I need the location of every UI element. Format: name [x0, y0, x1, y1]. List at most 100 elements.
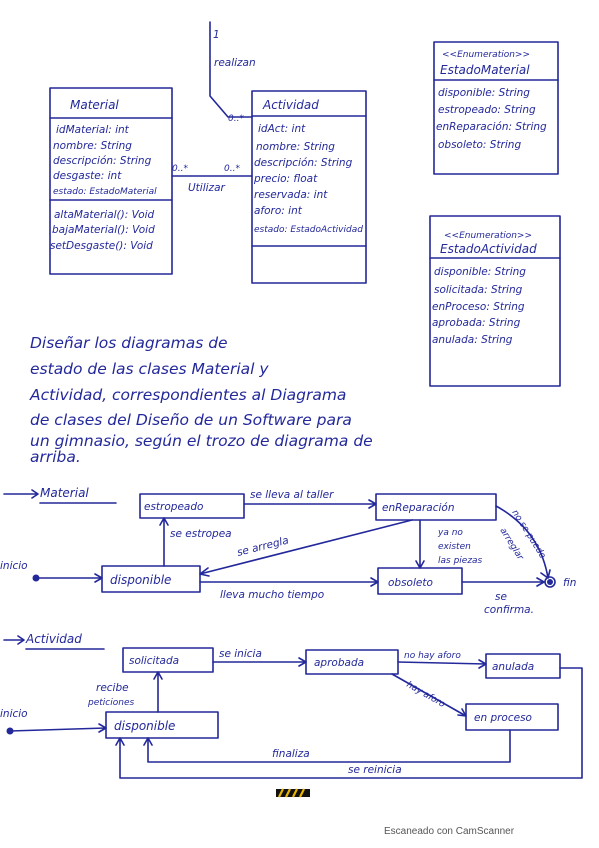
no-hay-aforo-label: no hay aforo [404, 651, 461, 661]
no-existen-label-2: existen [438, 542, 471, 552]
instruction-line: Diseñar los diagramas de [30, 334, 228, 352]
transition-no-hay-aforo [397, 659, 487, 669]
camscanner-mark: Escaneado con CamScanner [276, 788, 515, 837]
estado-material-value: obsoleto: String [438, 139, 521, 151]
estado-actividad-value: enProceso: String [432, 301, 525, 313]
material-state-machine: Material estropeado enReparación disponi… [0, 486, 576, 616]
estado-actividad-enum: <<Enumeration>> EstadoActividad disponib… [429, 215, 561, 387]
state-disponible [101, 565, 201, 593]
material-attr: idMaterial: int [56, 124, 130, 136]
finaliza-label: finaliza [272, 748, 310, 760]
estado-material-box [433, 41, 559, 175]
actividad-attr: reservada: int [254, 189, 328, 201]
se-arregla-label: se arregla [236, 534, 290, 558]
state-en-proceso [465, 703, 559, 731]
material-final-node-ring [544, 576, 556, 588]
instruction-line: un gimnasio, según el trozo de diagrama … [30, 432, 373, 450]
estado-material-name: EstadoMaterial [440, 63, 530, 77]
material-class: Material idMaterial: int nombre: String … [49, 87, 173, 275]
estado-material-value: estropeado: String [438, 104, 536, 116]
transition-se-estropea [159, 517, 169, 567]
se-estropea-label: se estropea [170, 528, 232, 540]
transition-se-reinicia [115, 667, 583, 779]
transition-finaliza [143, 729, 511, 763]
state-estropeado-label: estropeado [144, 501, 203, 513]
estado-actividad-value: anulada: String [432, 334, 513, 346]
state-solicitada [122, 647, 214, 673]
se-confirma-label-1: se [495, 591, 507, 603]
actividad-initial-transition [9, 723, 107, 733]
estado-actividad-value: disponible: String [434, 266, 526, 278]
transition-lleva-mucho-tiempo [199, 577, 379, 587]
utilizar-label: Utilizar [188, 182, 225, 194]
material-attr: descripción: String [53, 155, 152, 167]
actividad-attr: idAct: int [258, 123, 306, 135]
actividad-attr: estado: EstadoActividad [254, 225, 363, 235]
estado-actividad-stereotype: <<Enumeration>> [444, 231, 532, 241]
left-multiplicity: 0..* [172, 164, 188, 174]
scanner-footer-text: Escaneado con CamScanner [384, 826, 515, 837]
transition-se-inicia [212, 657, 307, 667]
state-disponible-act-label: disponible [114, 719, 175, 733]
se-reinicia-label: se reinicia [348, 764, 402, 776]
material-method: bajaMaterial(): Void [52, 224, 155, 236]
material-inicio-label: inicio [0, 560, 28, 572]
transition-se-confirma [461, 577, 545, 587]
estado-actividad-name: EstadoActividad [440, 242, 537, 256]
actividad-state-machine: Actividad solicitada aprobada anulada di… [0, 632, 583, 779]
transition-se-lleva-al-taller [243, 499, 377, 509]
right-multiplicity: 0..* [224, 164, 240, 174]
state-solicitada-label: solicitada [129, 655, 179, 667]
instruction-line: Actividad, correspondientes al Diagrama [29, 386, 346, 404]
material-class-name: Material [70, 98, 119, 112]
actividad-multiplicity: 0..* [228, 114, 244, 124]
state-anulada [485, 653, 561, 679]
state-anulada-label: anulada [492, 661, 534, 673]
actividad-sm-title: Actividad [25, 632, 82, 646]
estado-actividad-value: solicitada: String [434, 284, 523, 296]
actividad-attr: aforo: int [254, 205, 303, 217]
actividad-attr: descripción: String [254, 157, 353, 169]
material-title-arrow [3, 489, 39, 499]
transition-no-existen-piezas [415, 519, 425, 569]
class-diagram: 1 realizan 0..* Material idMaterial: int… [49, 21, 561, 387]
state-disponible-label: disponible [110, 573, 171, 587]
scanner-bar [276, 789, 310, 797]
realizan-association-line [209, 21, 253, 118]
estado-actividad-value: aprobada: String [432, 317, 521, 329]
estado-material-value: enReparación: String [436, 121, 547, 133]
state-obsoleto-label: obsoleto [388, 577, 433, 589]
state-disponible-act [105, 711, 219, 739]
state-en-reparacion [375, 493, 497, 521]
recibe-label-2: peticiones [87, 698, 134, 708]
instruction-line: arriba. [30, 448, 81, 466]
actividad-class-box [251, 90, 367, 284]
material-attr: estado: EstadoMaterial [53, 187, 157, 197]
actividad-class-name: Actividad [262, 98, 319, 112]
estado-material-enum: <<Enumeration>> EstadoMaterial disponibl… [433, 41, 559, 175]
material-sm-title: Material [40, 486, 89, 500]
no-existen-label-3: las piezas [438, 556, 483, 566]
material-method: altaMaterial(): Void [54, 209, 155, 221]
actividad-class: Actividad idAct: int nombre: String desc… [251, 90, 367, 284]
no-existen-label-1: ya no [437, 528, 463, 538]
se-confirma-label-2: confirma. [484, 604, 534, 616]
estado-actividad-box [429, 215, 561, 387]
transition-se-arregla [199, 519, 413, 577]
recibe-label-1: recibe [96, 682, 129, 694]
estado-material-value: disponible: String [438, 87, 530, 99]
transition-hay-aforo [391, 673, 467, 717]
scanner-bar-stripes [278, 788, 305, 798]
instruction-line: estado de las clases Material y [30, 360, 269, 378]
state-aprobada-label: aprobada [314, 657, 364, 669]
material-fin-label: fin [563, 577, 576, 589]
actividad-inicio-label: inicio [0, 708, 28, 720]
material-class-box [49, 87, 173, 275]
actividad-attr: nombre: String [256, 141, 335, 153]
hay-aforo-label: hay aforo [405, 680, 447, 710]
state-estropeado [139, 493, 245, 519]
lleva-mucho-tiempo-label: lleva mucho tiempo [220, 589, 324, 601]
top-multiplicity: 1 [213, 29, 220, 41]
estado-material-stereotype: <<Enumeration>> [442, 50, 530, 60]
state-en-proceso-label: en proceso [474, 712, 532, 724]
